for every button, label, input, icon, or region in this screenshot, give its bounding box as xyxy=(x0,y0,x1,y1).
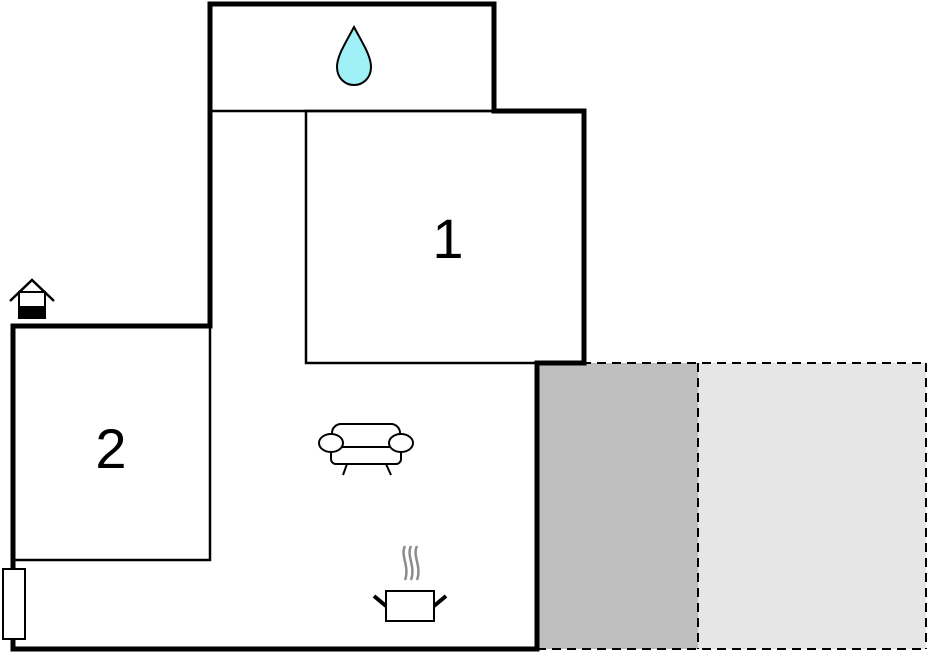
inner-walls xyxy=(11,109,586,562)
room-2-walls xyxy=(11,324,212,562)
room-2-label: 2 xyxy=(95,417,126,480)
terrace-covered xyxy=(537,363,698,649)
terrace xyxy=(537,362,927,650)
sofa-icon xyxy=(318,423,414,476)
room-1-walls xyxy=(304,109,586,365)
radiator-icon xyxy=(2,568,26,640)
cooking-pot-icon xyxy=(372,545,448,622)
room-1-label: 1 xyxy=(432,207,463,270)
house-entrance-icon xyxy=(9,278,55,319)
water-drop-icon xyxy=(335,24,373,87)
terrace-open xyxy=(698,363,926,649)
